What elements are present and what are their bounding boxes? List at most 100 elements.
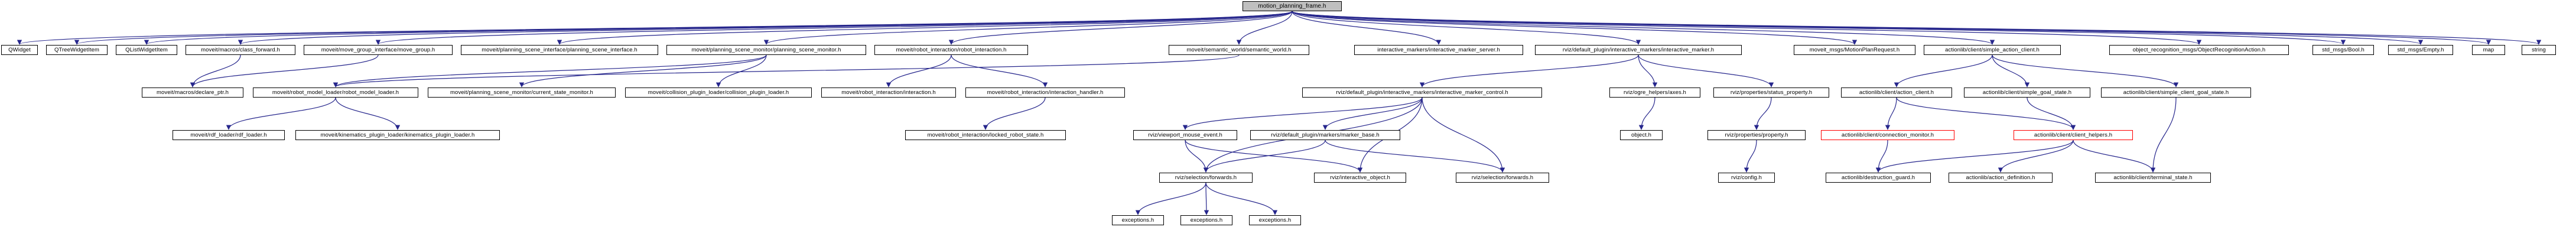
graph-node[interactable]: actionlib/client/action_client.h	[1841, 88, 1952, 98]
graph-node[interactable]: rviz/default_plugin/markers/marker_base.…	[1250, 130, 1400, 140]
graph-node[interactable]: actionlib/client/simple_client_goal_stat…	[2101, 88, 2251, 98]
graph-node-label: actionlib/client/connection_monitor.h	[1841, 132, 1934, 138]
graph-node-label: moveit/macros/class_forward.h	[201, 47, 280, 53]
graph-edge	[1292, 11, 1857, 45]
graph-edge	[948, 11, 1293, 45]
graph-node[interactable]: std_msgs/Bool.h	[2312, 45, 2374, 55]
graph-node[interactable]: rviz/properties/status_property.h	[1713, 88, 1829, 98]
graph-node[interactable]: actionlib/client/connection_monitor.h	[1821, 130, 1954, 140]
graph-node[interactable]: QListWidgetItem	[116, 45, 177, 55]
graph-node[interactable]: rviz/viewport_mouse_event.h	[1133, 130, 1237, 140]
graph-node[interactable]: moveit/move_group_interface/move_group.h	[304, 45, 453, 55]
graph-node[interactable]: moveit/planning_scene_interface/planning…	[461, 45, 658, 55]
graph-edge	[2027, 97, 2076, 130]
graph-node[interactable]: moveit/macros/declare_ptr.h	[142, 88, 243, 98]
graph-node-label: actionlib/client/terminal_state.h	[2113, 174, 2193, 181]
graph-edge	[1875, 140, 2074, 173]
graph-edge	[1203, 140, 1326, 173]
graph-edge	[1744, 140, 1757, 173]
graph-node-label: moveit/planning_scene_interface/planning…	[482, 47, 638, 53]
graph-node[interactable]: actionlib/client/client_helpers.h	[2014, 130, 2133, 140]
graph-edge	[1875, 140, 1888, 173]
graph-node[interactable]: moveit/robot_interaction/interaction_han…	[965, 88, 1125, 98]
graph-edge	[333, 54, 767, 88]
graph-edge	[1992, 54, 2179, 88]
graph-edge	[1185, 140, 1209, 173]
graph-edge	[1638, 97, 1655, 130]
graph-node[interactable]: object.h	[1620, 130, 1663, 140]
graph-edge	[238, 11, 1293, 45]
graph-node[interactable]: map	[2472, 45, 2505, 55]
graph-node[interactable]: actionlib/destruction_guard.h	[1826, 173, 1931, 183]
graph-node[interactable]: rviz/default_plugin/interactive_markers/…	[1535, 45, 1742, 55]
graph-node[interactable]: moveit/planning_scene_monitor/current_st…	[428, 88, 616, 98]
graph-node[interactable]: moveit/robot_interaction/locked_robot_st…	[905, 130, 1066, 140]
graph-node[interactable]: exceptions.h	[1249, 215, 1301, 225]
graph-node-label: actionlib/action_definition.h	[1966, 174, 2035, 181]
graph-edge	[333, 54, 1240, 88]
graph-edge	[1754, 97, 1772, 130]
graph-node[interactable]: rviz/default_plugin/interactive_markers/…	[1302, 88, 1542, 98]
graph-edge	[519, 54, 767, 88]
graph-edge	[17, 11, 1293, 45]
graph-node[interactable]: rviz/properties/property.h	[1707, 130, 1806, 140]
graph-edge	[886, 54, 952, 88]
graph-root-node[interactable]: motion_planning_frame.h	[1243, 1, 1342, 11]
graph-node-label: moveit/robot_interaction/interaction.h	[841, 89, 936, 96]
graph-node-label: moveit/rdf_loader/rdf_loader.h	[190, 132, 267, 138]
graph-node-label: rviz/config.h	[1731, 174, 1762, 181]
graph-node-label: std_msgs/Empty.h	[2397, 47, 2444, 53]
graph-node[interactable]: actionlib/client/simple_goal_state.h	[1964, 88, 2090, 98]
graph-node-label: QListWidgetItem	[125, 47, 168, 53]
graph-edge	[1638, 54, 1774, 88]
graph-node[interactable]: std_msgs/Empty.h	[2388, 45, 2453, 55]
graph-node-label: motion_planning_frame.h	[1258, 3, 1326, 9]
graph-node[interactable]: actionlib/action_definition.h	[1949, 173, 2053, 183]
graph-node[interactable]: moveit/robot_interaction/robot_interacti…	[874, 45, 1028, 55]
graph-edge	[376, 11, 1293, 45]
graph-edge	[1322, 97, 1423, 130]
graph-node[interactable]: moveit/robot_model_loader/robot_model_lo…	[253, 88, 418, 98]
graph-node[interactable]: exceptions.h	[1180, 215, 1232, 225]
graph-node[interactable]: moveit/robot_interaction/interaction.h	[821, 88, 956, 98]
graph-edge	[226, 97, 336, 130]
graph-node-label: QTreeWidgetItem	[54, 47, 100, 53]
graph-node-label: rviz/selection/forwards.h	[1175, 174, 1237, 181]
graph-node[interactable]: actionlib/client/simple_action_client.h	[1924, 45, 2061, 55]
graph-node[interactable]: rviz/ogre_helpers/axes.h	[1609, 88, 1700, 98]
graph-node[interactable]: actionlib/client/terminal_state.h	[2095, 173, 2211, 183]
graph-node[interactable]: rviz/config.h	[1718, 173, 1775, 183]
graph-node-label: moveit/planning_scene_monitor/current_st…	[450, 89, 593, 96]
graph-node-label: moveit/planning_scene_monitor/planning_s…	[691, 47, 841, 53]
graph-node[interactable]: QTreeWidgetItem	[46, 45, 108, 55]
graph-node[interactable]: rviz/selection/forwards.h	[1159, 173, 1253, 183]
graph-node[interactable]: moveit/kinematics_plugin_loader/kinemati…	[295, 130, 500, 140]
graph-node[interactable]: moveit/rdf_loader/rdf_loader.h	[173, 130, 285, 140]
graph-node[interactable]: rviz/interactive_object.h	[1314, 173, 1406, 183]
graph-node-label: QWidget	[8, 47, 31, 53]
graph-node[interactable]: exceptions.h	[1112, 215, 1164, 225]
graph-node[interactable]: rviz/selection/forwards.h	[1456, 173, 1549, 183]
graph-edge	[74, 11, 1293, 45]
graph-node[interactable]: string	[2522, 45, 2556, 55]
graph-edge	[144, 11, 1293, 45]
graph-edge	[1135, 182, 1206, 215]
graph-edge	[1292, 11, 2423, 45]
graph-node[interactable]: moveit_msgs/MotionPlanRequest.h	[1794, 45, 1915, 55]
graph-node[interactable]: QWidget	[1, 45, 38, 55]
graph-node-label: actionlib/client/client_helpers.h	[2034, 132, 2113, 138]
graph-node-label: std_msgs/Bool.h	[2322, 47, 2364, 53]
graph-node[interactable]: moveit/planning_scene_monitor/planning_s…	[666, 45, 866, 55]
graph-node-label: moveit/semantic_world/semantic_world.h	[1186, 47, 1292, 53]
graph-node[interactable]: interactive_markers/interactive_marker_s…	[1354, 45, 1523, 55]
graph-node[interactable]: object_recognition_msgs/ObjectRecognitio…	[2109, 45, 2289, 55]
graph-node-label: rviz/properties/property.h	[1725, 132, 1788, 138]
graph-node[interactable]: moveit/collision_plugin_loader/collision…	[625, 88, 812, 98]
graph-node-label: actionlib/destruction_guard.h	[1841, 174, 1915, 181]
graph-node[interactable]: moveit/semantic_world/semantic_world.h	[1169, 45, 1309, 55]
graph-edge	[1422, 97, 1505, 173]
graph-edge	[1894, 54, 1993, 88]
graph-node[interactable]: moveit/macros/class_forward.h	[186, 45, 295, 55]
graph-node-label: rviz/default_plugin/interactive_markers/…	[1562, 47, 1715, 53]
